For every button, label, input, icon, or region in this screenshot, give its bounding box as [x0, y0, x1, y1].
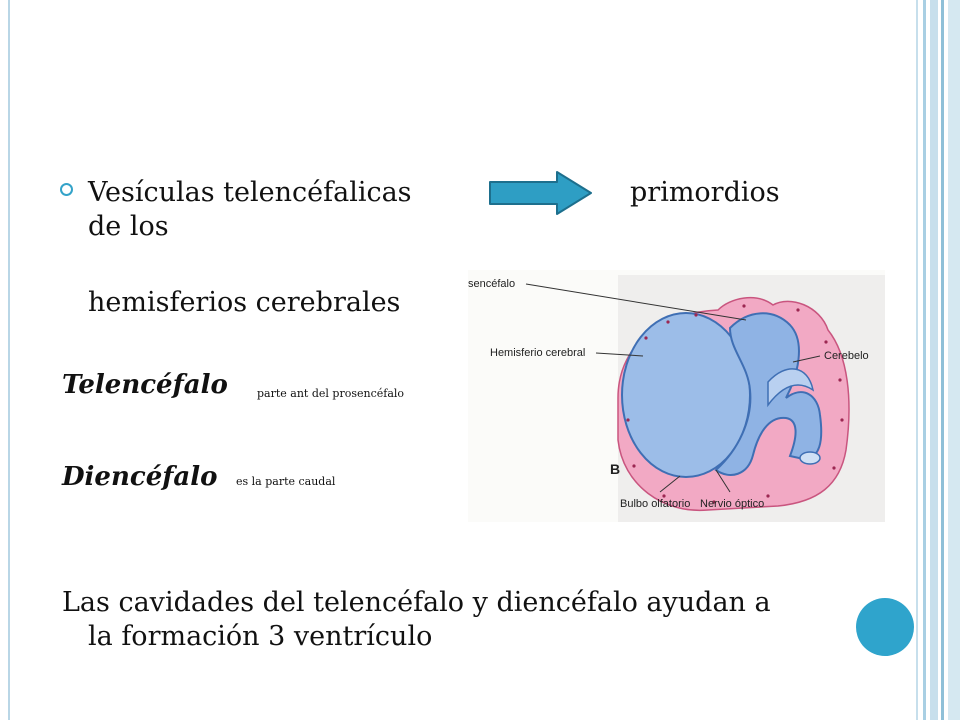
- note-telencefalo: parte ant del prosencéfalo: [257, 387, 405, 400]
- right-decorative-border: [916, 0, 960, 720]
- cavidades-text-line2: la formación 3 ventrículo: [88, 621, 433, 652]
- label-panel-b: B: [610, 461, 620, 477]
- bullet-text-vesiculas: Vesículas telencéfalicas: [88, 177, 412, 208]
- bullet-text-hemisferios: hemisferios cerebrales: [88, 287, 401, 318]
- right-arrow-icon: [489, 171, 592, 215]
- label-prosencefalo: sencéfalo: [468, 278, 515, 290]
- label-cerebelo: Cerebelo: [824, 350, 869, 362]
- label-bulbo-olfatorio: Bulbo olfatorio: [620, 498, 690, 510]
- bullet-text-de-los: de los: [88, 211, 169, 242]
- label-nervio-optico: Nervio óptico: [700, 498, 764, 510]
- label-hemisferio-cerebral: Hemisferio cerebral: [490, 347, 585, 359]
- heading-diencefalo: Diencéfalo: [62, 462, 218, 492]
- note-diencefalo: es la parte caudal: [236, 475, 336, 488]
- bullet-ring-icon: [60, 183, 73, 196]
- bullet-text-primordios: primordios: [630, 177, 780, 208]
- cavidades-text-line1: Las cavidades del telencéfalo y diencéfa…: [62, 587, 771, 618]
- decorative-circle: [856, 598, 914, 656]
- heading-telencefalo: Telencéfalo: [62, 370, 228, 400]
- embryo-brain-figure: sencéfalo Hemisferio cerebral Cerebelo B…: [468, 270, 885, 522]
- left-border-line: [8, 0, 10, 720]
